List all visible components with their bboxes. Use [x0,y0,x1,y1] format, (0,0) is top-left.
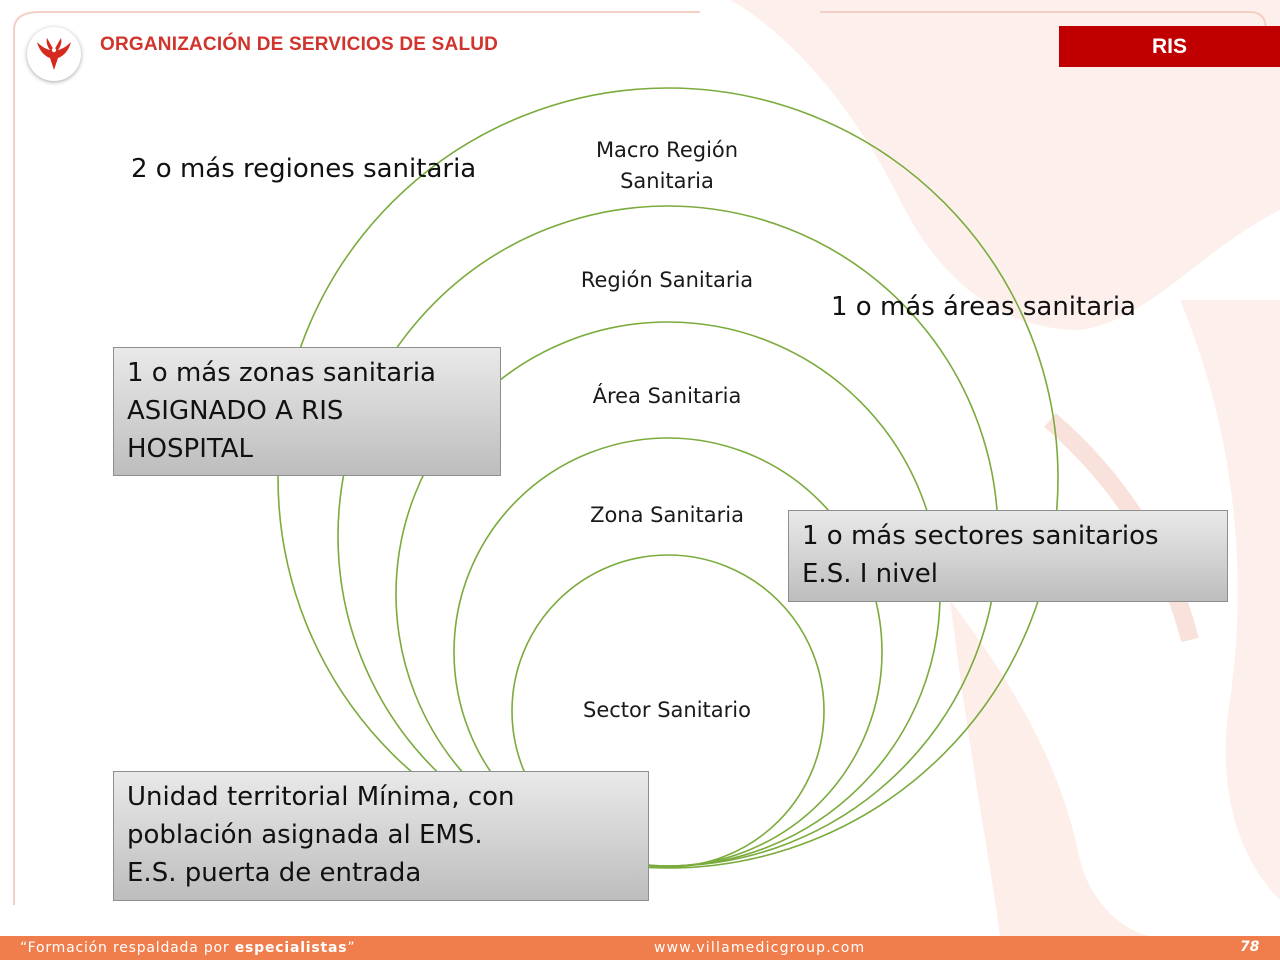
ring-label-area: Área Sanitaria [592,384,742,408]
page-number: 78 [1240,939,1260,955]
box-zones: 1 o más zonas sanitaria ASIGNADO A RIS H… [113,347,501,476]
ring-label-region: Región Sanitaria [580,268,754,292]
phoenix-logo-icon [37,38,71,70]
phoenix-logo [27,27,81,81]
ring-sector [511,554,825,868]
note-areas: 1 o más áreas sanitaria [831,292,1136,322]
ring-macro-region [277,87,1059,869]
section-badge: RIS [1059,26,1280,67]
footer-slogan: “Formación respaldada por especialistas” [20,940,356,956]
footer-bar: “Formación respaldada por especialistas”… [0,936,1280,960]
ring-label-zone: Zona Sanitaria [590,503,744,527]
ring-label-macro-region: Macro Región Sanitaria [595,138,739,193]
box-unit: Unidad territorial Mínima, con población… [113,771,649,901]
ring-label-sector: Sector Sanitario [583,698,751,722]
ring-zone [453,437,883,867]
page-title: ORGANIZACIÓN DE SERVICIOS DE SALUD [100,34,499,55]
note-regions: 2 o más regiones sanitaria [131,154,477,184]
box-sectors: 1 o más sectores sanitarios E.S. I nivel [788,510,1228,602]
footer-website-link[interactable]: www.villamedicgroup.com [654,940,866,956]
